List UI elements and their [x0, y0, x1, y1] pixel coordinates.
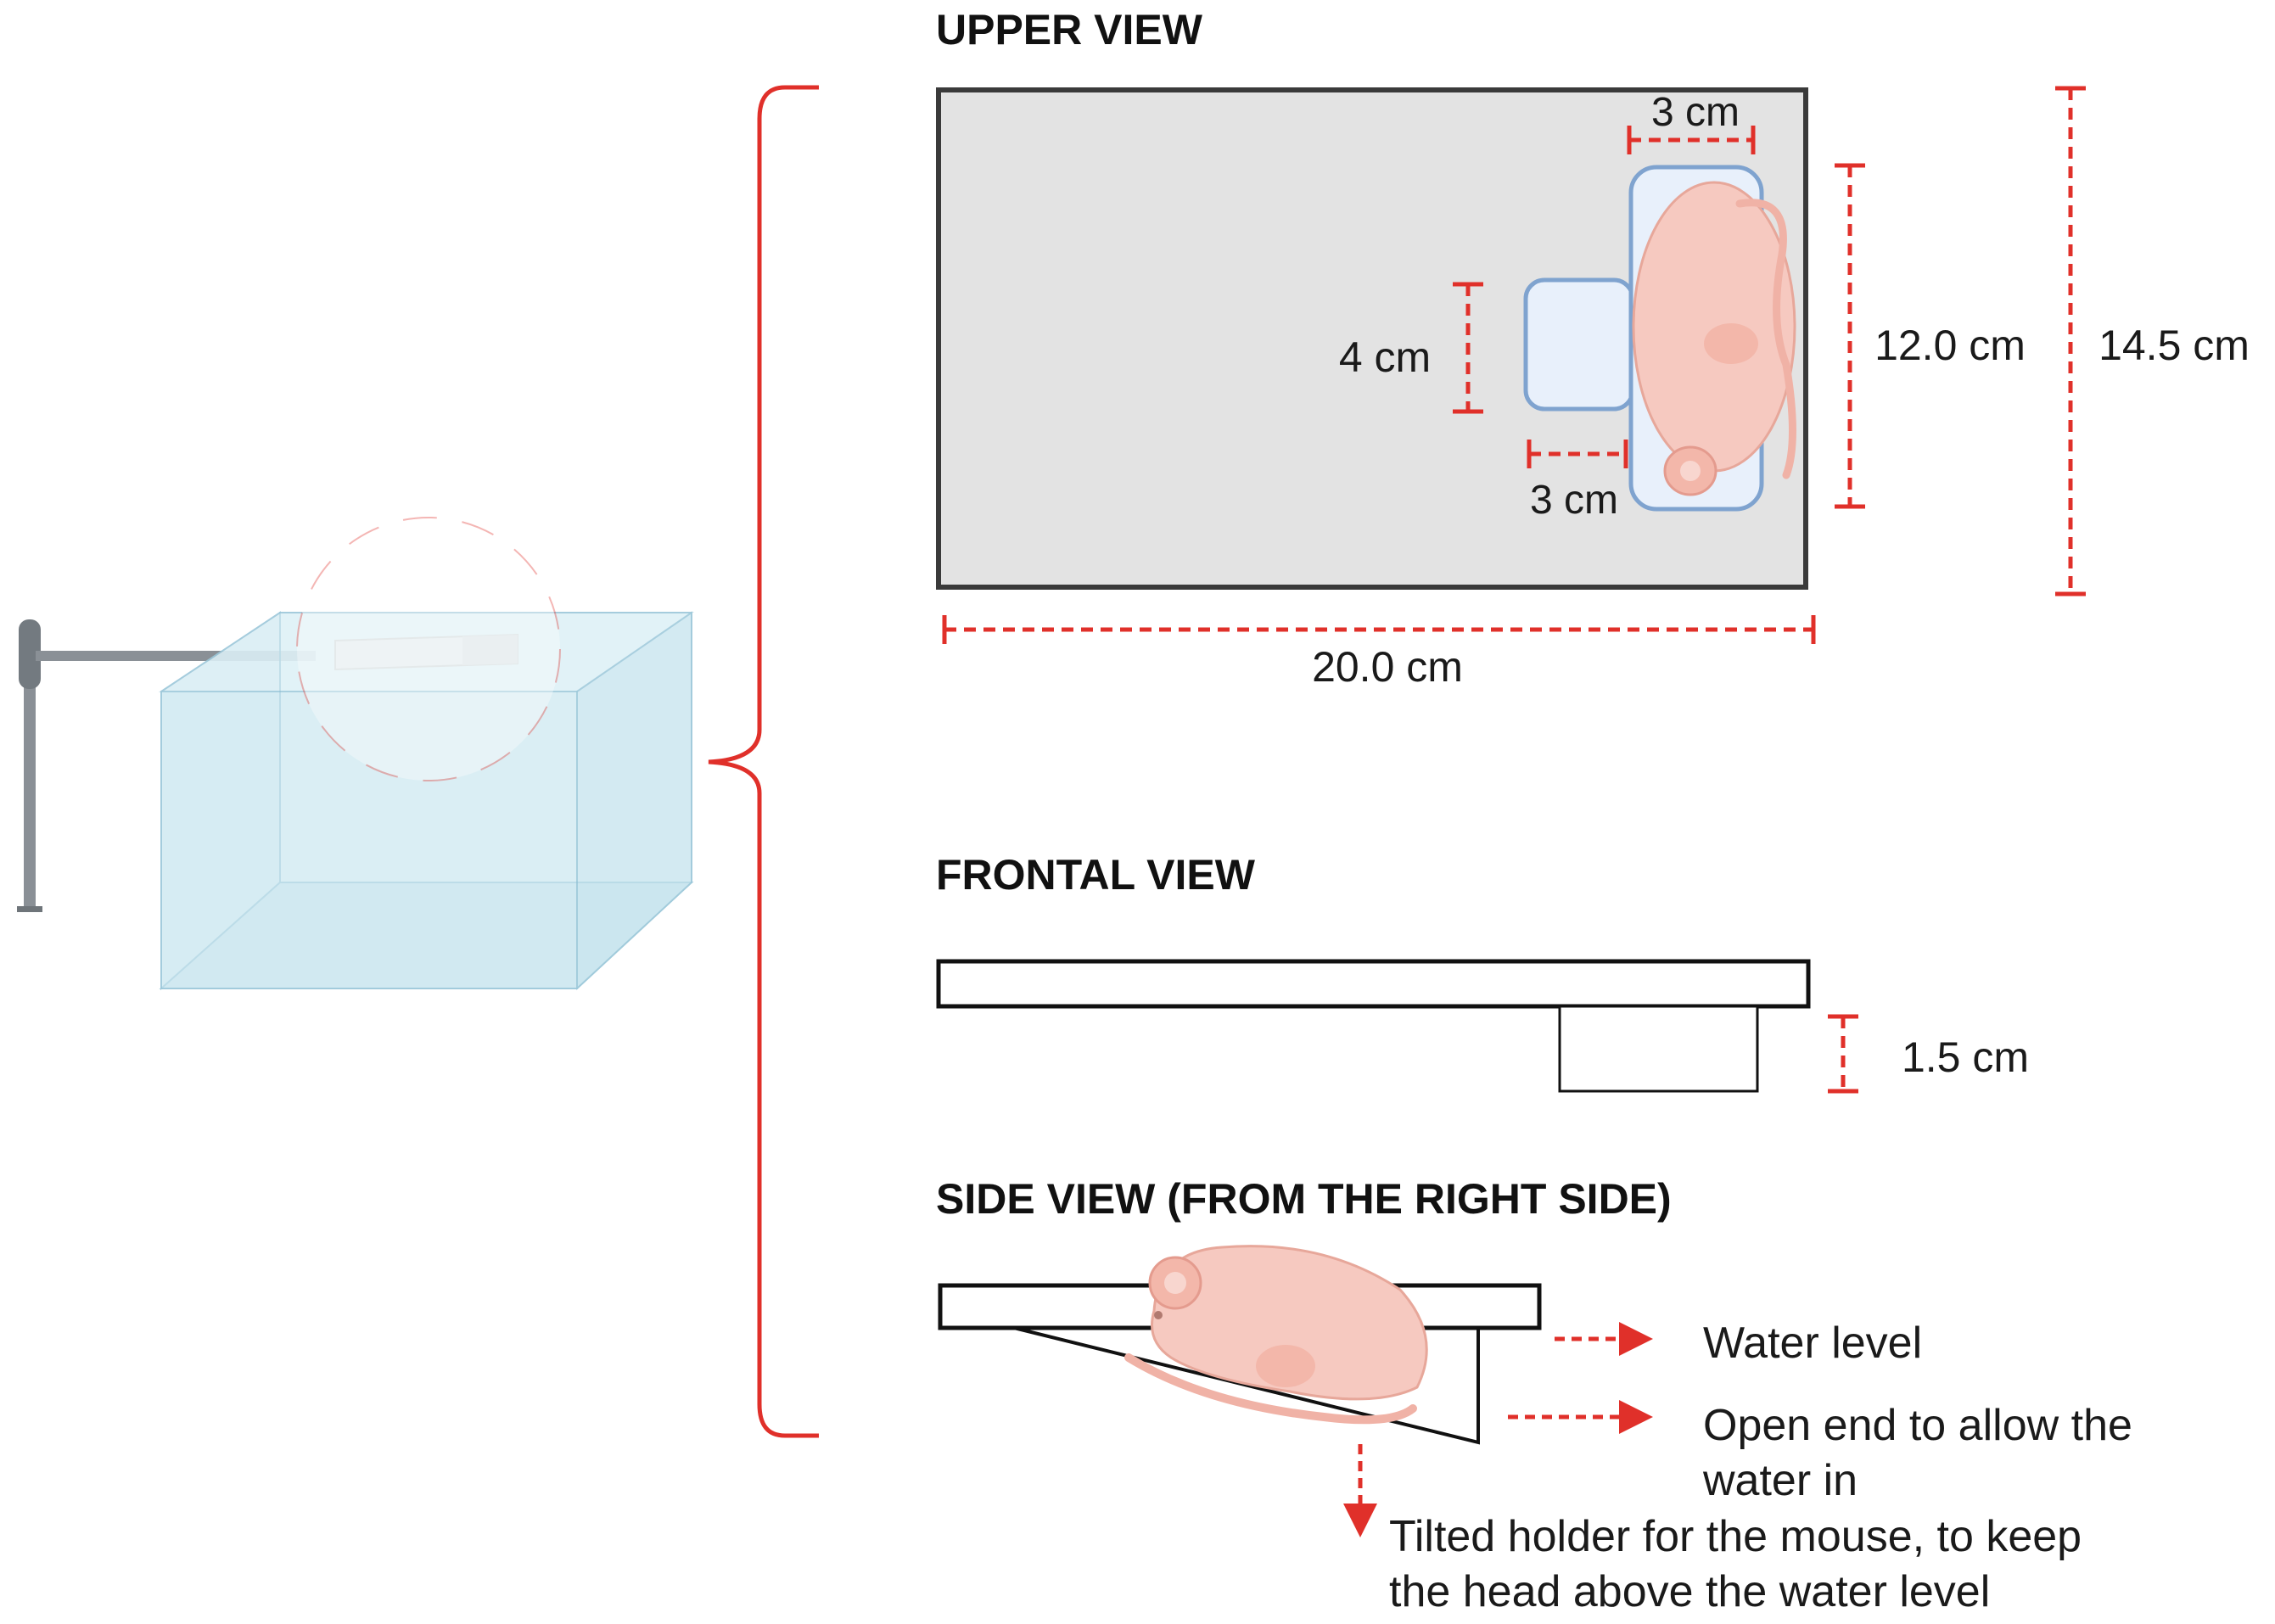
- holder-length-label: 12.0 cm: [1874, 322, 2026, 369]
- side-view: Water level Open end to allow the water …: [938, 1245, 2132, 1616]
- block-height-label: 1.5 cm: [1902, 1033, 2029, 1081]
- frontal-block: [1558, 1005, 1759, 1093]
- mouse-side-icon: [1124, 1245, 1428, 1425]
- mouse-top-icon: [1632, 181, 1796, 496]
- board-height-label: 14.5 cm: [2098, 322, 2250, 369]
- frontal-view-heading: FRONTAL VIEW: [936, 851, 1256, 899]
- upper-view-heading: UPPER VIEW: [936, 6, 1203, 53]
- side-view-heading: SIDE VIEW (FROM THE RIGHT SIDE): [936, 1175, 1672, 1223]
- holder-width-label: 3 cm: [1651, 90, 1740, 135]
- upper-platform: [1523, 277, 1635, 412]
- upper-view: 3 cm 4 cm 3 cm 12.0 cm 14.5 cm 20.0 cm: [936, 86, 2250, 691]
- platform-width-label: 3 cm: [1530, 478, 1618, 523]
- tilted-holder-label-line1: Tilted holder for the mouse, to keep: [1389, 1512, 2082, 1561]
- open-end-label-line1: Open end to allow the: [1703, 1401, 2132, 1450]
- brace: [708, 85, 819, 1438]
- frontal-view: 1.5 cm: [936, 959, 2029, 1094]
- board-width-label: 20.0 cm: [1312, 643, 1463, 691]
- platform-height-label: 4 cm: [1339, 333, 1431, 381]
- water-level-label: Water level: [1703, 1319, 1922, 1368]
- magnifier-circle: [296, 517, 561, 781]
- tilted-holder-label-line2: the head above the water level: [1389, 1567, 1990, 1616]
- open-end-label-line2: water in: [1702, 1456, 1858, 1505]
- frontal-board: [936, 959, 1811, 1009]
- tank-illustration: [17, 517, 695, 991]
